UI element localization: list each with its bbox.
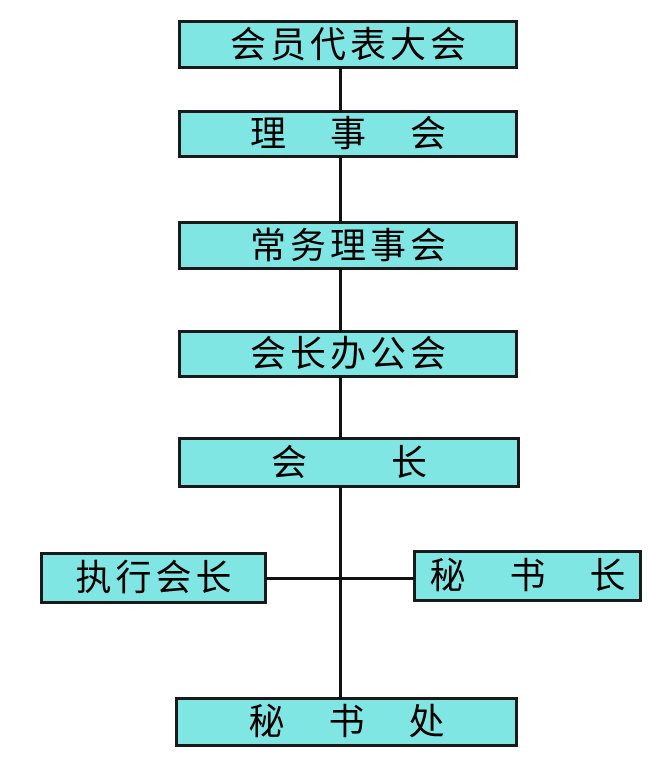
connector-executive-secretarygeneral: [266, 577, 414, 580]
node-standing-council: 常务理事会: [178, 221, 518, 270]
node-secretary-general: 秘 书 长: [413, 550, 642, 602]
connector-president-secretariat: [339, 487, 342, 699]
connector-council-standing: [339, 157, 342, 223]
node-member-congress: 会员代表大会: [178, 20, 518, 69]
node-council: 理 事 会: [178, 110, 518, 158]
connector-congress-council: [339, 67, 342, 112]
node-secretariat: 秘 书 处: [175, 697, 518, 747]
connector-office-president: [339, 377, 342, 439]
node-president-office: 会长办公会: [178, 330, 518, 378]
connector-standing-office: [339, 269, 342, 332]
node-executive-president: 执行会长: [40, 552, 267, 604]
node-president: 会 长: [178, 437, 520, 488]
